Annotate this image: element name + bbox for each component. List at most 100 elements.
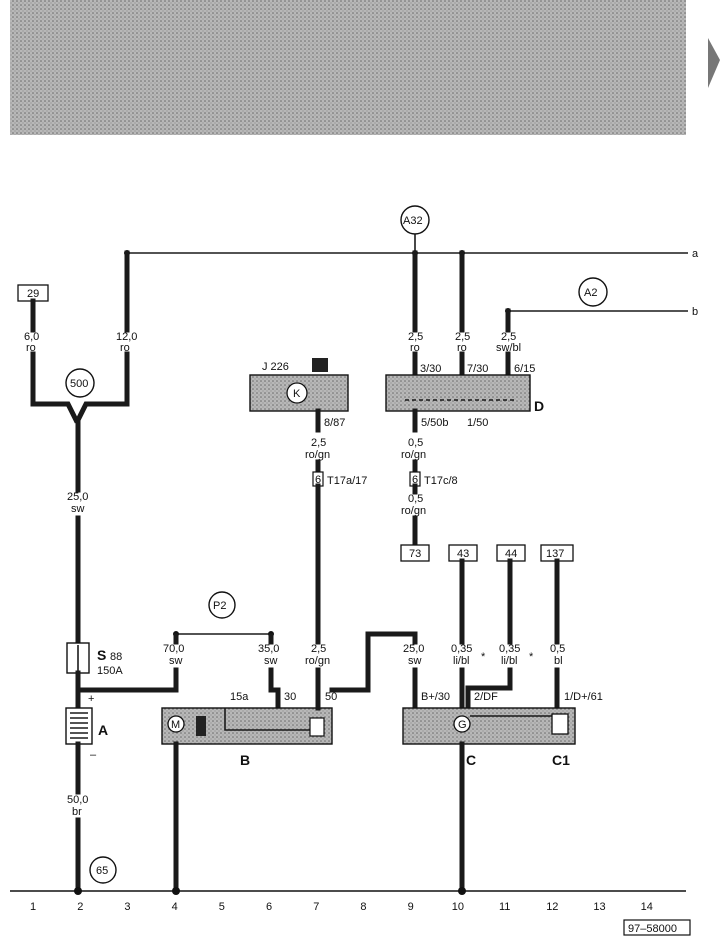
wire-35-0-size: 35,0 bbox=[258, 643, 279, 655]
column-number: 3 bbox=[124, 901, 130, 913]
junction-a2 bbox=[578, 277, 608, 307]
wire-50-0-size: 50,0 bbox=[67, 794, 88, 806]
battery-cells bbox=[70, 712, 88, 739]
ref-box-43-label: 43 bbox=[457, 548, 469, 560]
fuse-s88-number: 88 bbox=[110, 651, 122, 663]
wire-2-5-ro-a-size: 2,5 bbox=[408, 331, 423, 343]
ref-box-137-label: 137 bbox=[546, 548, 564, 560]
fuse-s88-rating: 150A bbox=[97, 665, 123, 677]
column-number: 14 bbox=[641, 901, 653, 913]
column-number: 6 bbox=[266, 901, 272, 913]
pin-5-50b: 5/50b bbox=[421, 417, 449, 429]
starter-solenoid-icon bbox=[196, 716, 206, 736]
bus-label-a: a bbox=[692, 248, 699, 260]
figure-code: 97–58000 bbox=[628, 923, 677, 935]
star-a: * bbox=[481, 651, 486, 663]
wire-segment bbox=[465, 667, 513, 711]
column-number: 2 bbox=[77, 901, 83, 913]
junction-p2 bbox=[208, 591, 236, 619]
wire-70-0-color: sw bbox=[169, 655, 183, 667]
ref-box-73 bbox=[400, 544, 430, 562]
wire-2-5-swbl-size: 2,5 bbox=[501, 331, 516, 343]
ref-box-29-label: 29 bbox=[27, 288, 39, 300]
wire-0-5-bl-size: 0,5 bbox=[550, 643, 565, 655]
page-arrow-icon bbox=[708, 38, 720, 88]
junction-p2-label: P2 bbox=[213, 600, 226, 612]
wire-segment bbox=[30, 351, 80, 424]
junction-dot bbox=[74, 887, 82, 895]
wire-0-35-a-color: li/bl bbox=[453, 655, 470, 667]
starter-b bbox=[161, 707, 333, 745]
wire-0-5-rogn-a-size: 0,5 bbox=[408, 437, 423, 449]
wire-2-5-rogn2-size: 2,5 bbox=[311, 643, 326, 655]
wire-0-5-rogn-a-color: ro/gn bbox=[401, 449, 426, 461]
wire-0-5-rogn-b-size: 0,5 bbox=[408, 493, 423, 505]
junction-500 bbox=[65, 368, 95, 398]
column-number: 10 bbox=[452, 901, 464, 913]
column-number: 8 bbox=[360, 901, 366, 913]
ground-65 bbox=[89, 856, 117, 884]
pin-1-50: 1/50 bbox=[467, 417, 488, 429]
column-number: 11 bbox=[499, 901, 510, 913]
wire-0-35-b-color: li/bl bbox=[501, 655, 518, 667]
ground-65-label: 65 bbox=[96, 865, 108, 877]
wire-0-5-bl-color: bl bbox=[554, 655, 563, 667]
pin-30: 30 bbox=[284, 691, 296, 703]
wire-25-0-alt-color: sw bbox=[408, 655, 422, 667]
starter-motor-icon bbox=[167, 715, 185, 733]
junction-500-label: 500 bbox=[70, 378, 88, 390]
column-number: 5 bbox=[219, 901, 225, 913]
wire-2-5-ro-b-color: ro bbox=[457, 342, 467, 354]
junction-a2-label: A2 bbox=[584, 287, 597, 299]
wire-25-0-alt-size: 25,0 bbox=[403, 643, 424, 655]
wire-50-0-color: br bbox=[72, 806, 82, 818]
junction-dot bbox=[172, 887, 180, 895]
relay-k-letter: K bbox=[293, 388, 301, 400]
connector-pin-6: 6 bbox=[315, 474, 321, 486]
wire-70-0-size: 70,0 bbox=[163, 643, 184, 655]
wire-2-5-rogn2-color: ro/gn bbox=[305, 655, 330, 667]
wire-25-0-size: 25,0 bbox=[67, 491, 88, 503]
star-b: * bbox=[529, 651, 534, 663]
pin-1-d-61: 1/D+/61 bbox=[564, 691, 603, 703]
ref-box-73-label: 73 bbox=[409, 548, 421, 560]
pin-8-87: 8/87 bbox=[324, 417, 345, 429]
pin-50: 50 bbox=[325, 691, 337, 703]
wire-2-5-ro-b-size: 2,5 bbox=[455, 331, 470, 343]
wire-0-5-rogn-b-color: ro/gn bbox=[401, 505, 426, 517]
pin-15a: 15a bbox=[230, 691, 249, 703]
regulator-icon bbox=[551, 713, 569, 735]
wire-2-5-ro-a-color: ro bbox=[410, 342, 420, 354]
column-number: 1 bbox=[30, 901, 36, 913]
column-number: 9 bbox=[408, 901, 414, 913]
wire-0-35-b-size: 0,35 bbox=[499, 643, 520, 655]
wire-25-0-sw-alt bbox=[329, 631, 418, 693]
ignition-switch-d-label: D bbox=[534, 398, 544, 414]
wire-35-0-color: sw bbox=[264, 655, 278, 667]
fuse-s88-letter: S bbox=[97, 647, 106, 663]
column-number: 12 bbox=[546, 901, 558, 913]
wire-2-5-rogn-size: 2,5 bbox=[311, 437, 326, 449]
junction-a32-label: A32 bbox=[403, 215, 423, 227]
column-number: 13 bbox=[593, 901, 605, 913]
starter-motor-letter: M bbox=[171, 719, 180, 731]
starter-relay-icon bbox=[309, 717, 325, 737]
connector-t17c-pin: 6 bbox=[412, 474, 418, 486]
wire-25-0-color: sw bbox=[71, 503, 85, 515]
header-banner bbox=[10, 0, 686, 135]
connector-t17a-label: T17a/17 bbox=[327, 475, 367, 487]
junction-dot bbox=[458, 887, 466, 895]
alternator-g-icon bbox=[453, 715, 471, 733]
ref-box-44-label: 44 bbox=[505, 548, 517, 560]
figure-code-box bbox=[623, 919, 691, 936]
battery-a-label: A bbox=[98, 722, 108, 738]
pin-6-15: 6/15 bbox=[514, 363, 535, 375]
wire-70-0-sw bbox=[75, 667, 179, 693]
relay-k-icon bbox=[286, 382, 308, 404]
alternator-g-letter: G bbox=[458, 719, 467, 731]
wire-12-0-color: ro bbox=[120, 342, 130, 354]
ignition-switch-d bbox=[385, 374, 531, 412]
connector-t17c-label: T17c/8 bbox=[424, 475, 458, 487]
